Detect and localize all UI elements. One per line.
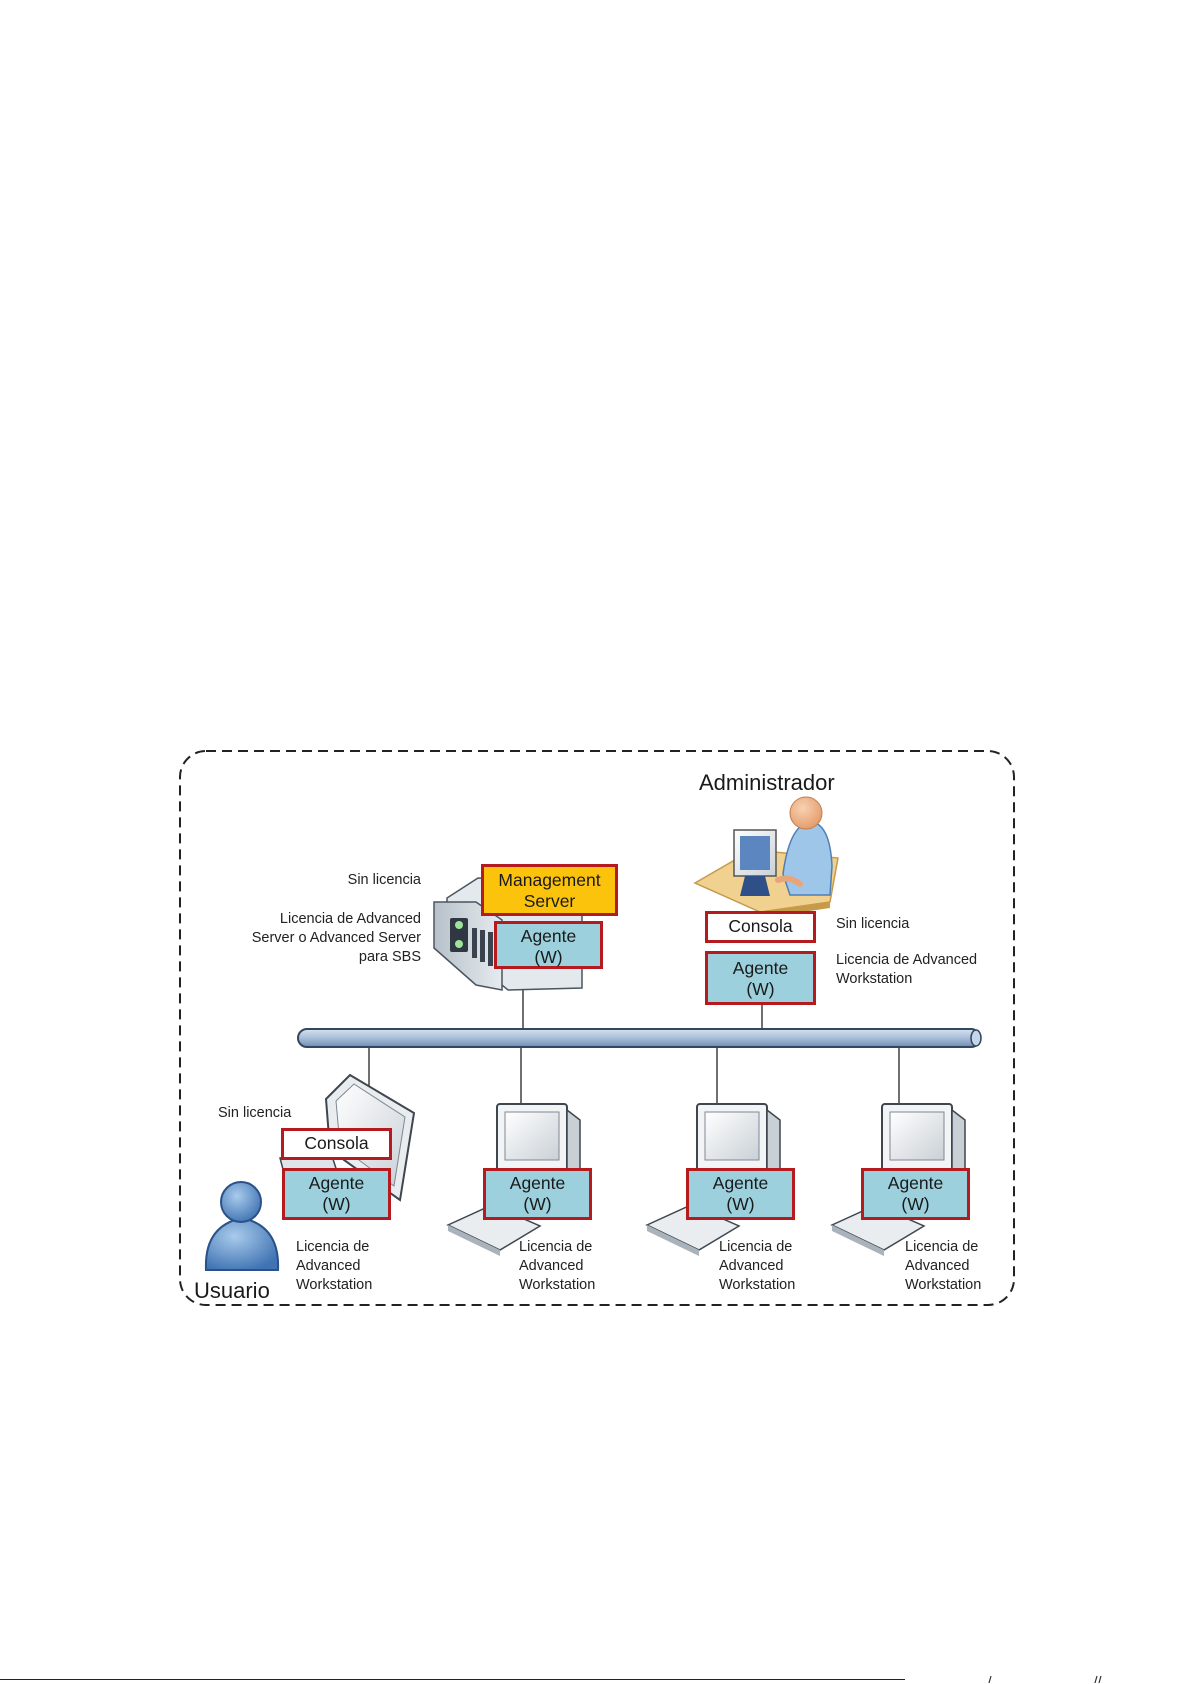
- admin-console-box: Consola: [705, 911, 816, 943]
- admin-no-license-label: Sin licencia: [836, 916, 910, 932]
- agent-type-label: (W): [726, 1194, 755, 1214]
- user-icon: [204, 1181, 280, 1271]
- server-license-line2: Server o Advanced Server: [251, 930, 421, 946]
- management-server-box: Management Server: [481, 864, 618, 916]
- agent-type-label: (W): [322, 1194, 351, 1214]
- admin-agent-box: Agente (W): [705, 951, 816, 1005]
- workstation-license-label: Licencia de Advanced Workstation: [519, 1238, 595, 1295]
- license-line1: Licencia de: [519, 1239, 593, 1255]
- agent-type-label: (W): [534, 947, 563, 967]
- license-line2: Advanced: [719, 1258, 784, 1274]
- agent-label: Agente: [509, 1173, 566, 1193]
- laptop-agent-box: Agente (W): [282, 1168, 391, 1220]
- workstation-agent-box: Agente (W): [861, 1168, 970, 1220]
- workstation-agent-box: Agente (W): [483, 1168, 592, 1220]
- diagram-frame: [179, 750, 1015, 1306]
- workstation-license-label: Licencia de Advanced Workstation: [905, 1238, 981, 1295]
- laptop-license-label: Licencia de Advanced Workstation: [296, 1238, 372, 1295]
- admin-license-label: Licencia de Advanced Workstation: [836, 951, 977, 989]
- license-line3: Workstation: [519, 1277, 596, 1293]
- license-line3: Workstation: [719, 1277, 796, 1293]
- admin-license-line2: Workstation: [836, 971, 913, 987]
- footer-rule: [0, 1679, 905, 1680]
- connectors: [368, 990, 900, 1110]
- license-line2: Advanced: [519, 1258, 584, 1274]
- server-no-license-label: Sin licencia: [347, 872, 421, 888]
- desktop-computer-icon: [830, 1103, 966, 1256]
- server-license-line3: para SBS: [358, 949, 421, 965]
- administrator-label: Administrador: [699, 770, 835, 795]
- agent-label: Agente: [887, 1173, 944, 1193]
- license-line3: Workstation: [296, 1277, 373, 1293]
- admin-desk-icon: [693, 796, 839, 918]
- license-line3: Workstation: [905, 1277, 982, 1293]
- workstation-license-label: Licencia de Advanced Workstation: [719, 1238, 795, 1295]
- server-agent-box: Agente (W): [494, 921, 603, 969]
- agent-label: Agente: [520, 926, 577, 946]
- admin-license-line1: Licencia de Advanced: [836, 952, 978, 968]
- license-line1: Licencia de: [905, 1239, 979, 1255]
- license-line2: Advanced: [296, 1258, 361, 1274]
- agent-type-label: (W): [746, 979, 775, 999]
- management-server-line2: Server: [523, 891, 576, 911]
- laptop-no-license-label: Sin licencia: [218, 1105, 292, 1121]
- network-bus: [297, 1028, 982, 1048]
- management-server-line1: Management: [498, 870, 601, 890]
- license-line2: Advanced: [905, 1258, 970, 1274]
- license-line1: Licencia de: [296, 1239, 370, 1255]
- agent-label: Agente: [712, 1173, 769, 1193]
- agent-type-label: (W): [901, 1194, 930, 1214]
- agent-type-label: (W): [523, 1194, 552, 1214]
- agent-label: Agente: [732, 958, 789, 978]
- footer-marks: [988, 1675, 1102, 1684]
- workstation-agent-box: Agente (W): [686, 1168, 795, 1220]
- license-line1: Licencia de: [719, 1239, 793, 1255]
- desktop-computer-icon: [446, 1103, 581, 1256]
- agent-label: Agente: [308, 1173, 365, 1193]
- server-license-label: Licencia de Advanced Server o Advanced S…: [220, 910, 421, 967]
- server-license-line1: Licencia de Advanced: [279, 911, 421, 927]
- user-label: Usuario: [194, 1278, 270, 1303]
- laptop-console-box: Consola: [281, 1128, 392, 1160]
